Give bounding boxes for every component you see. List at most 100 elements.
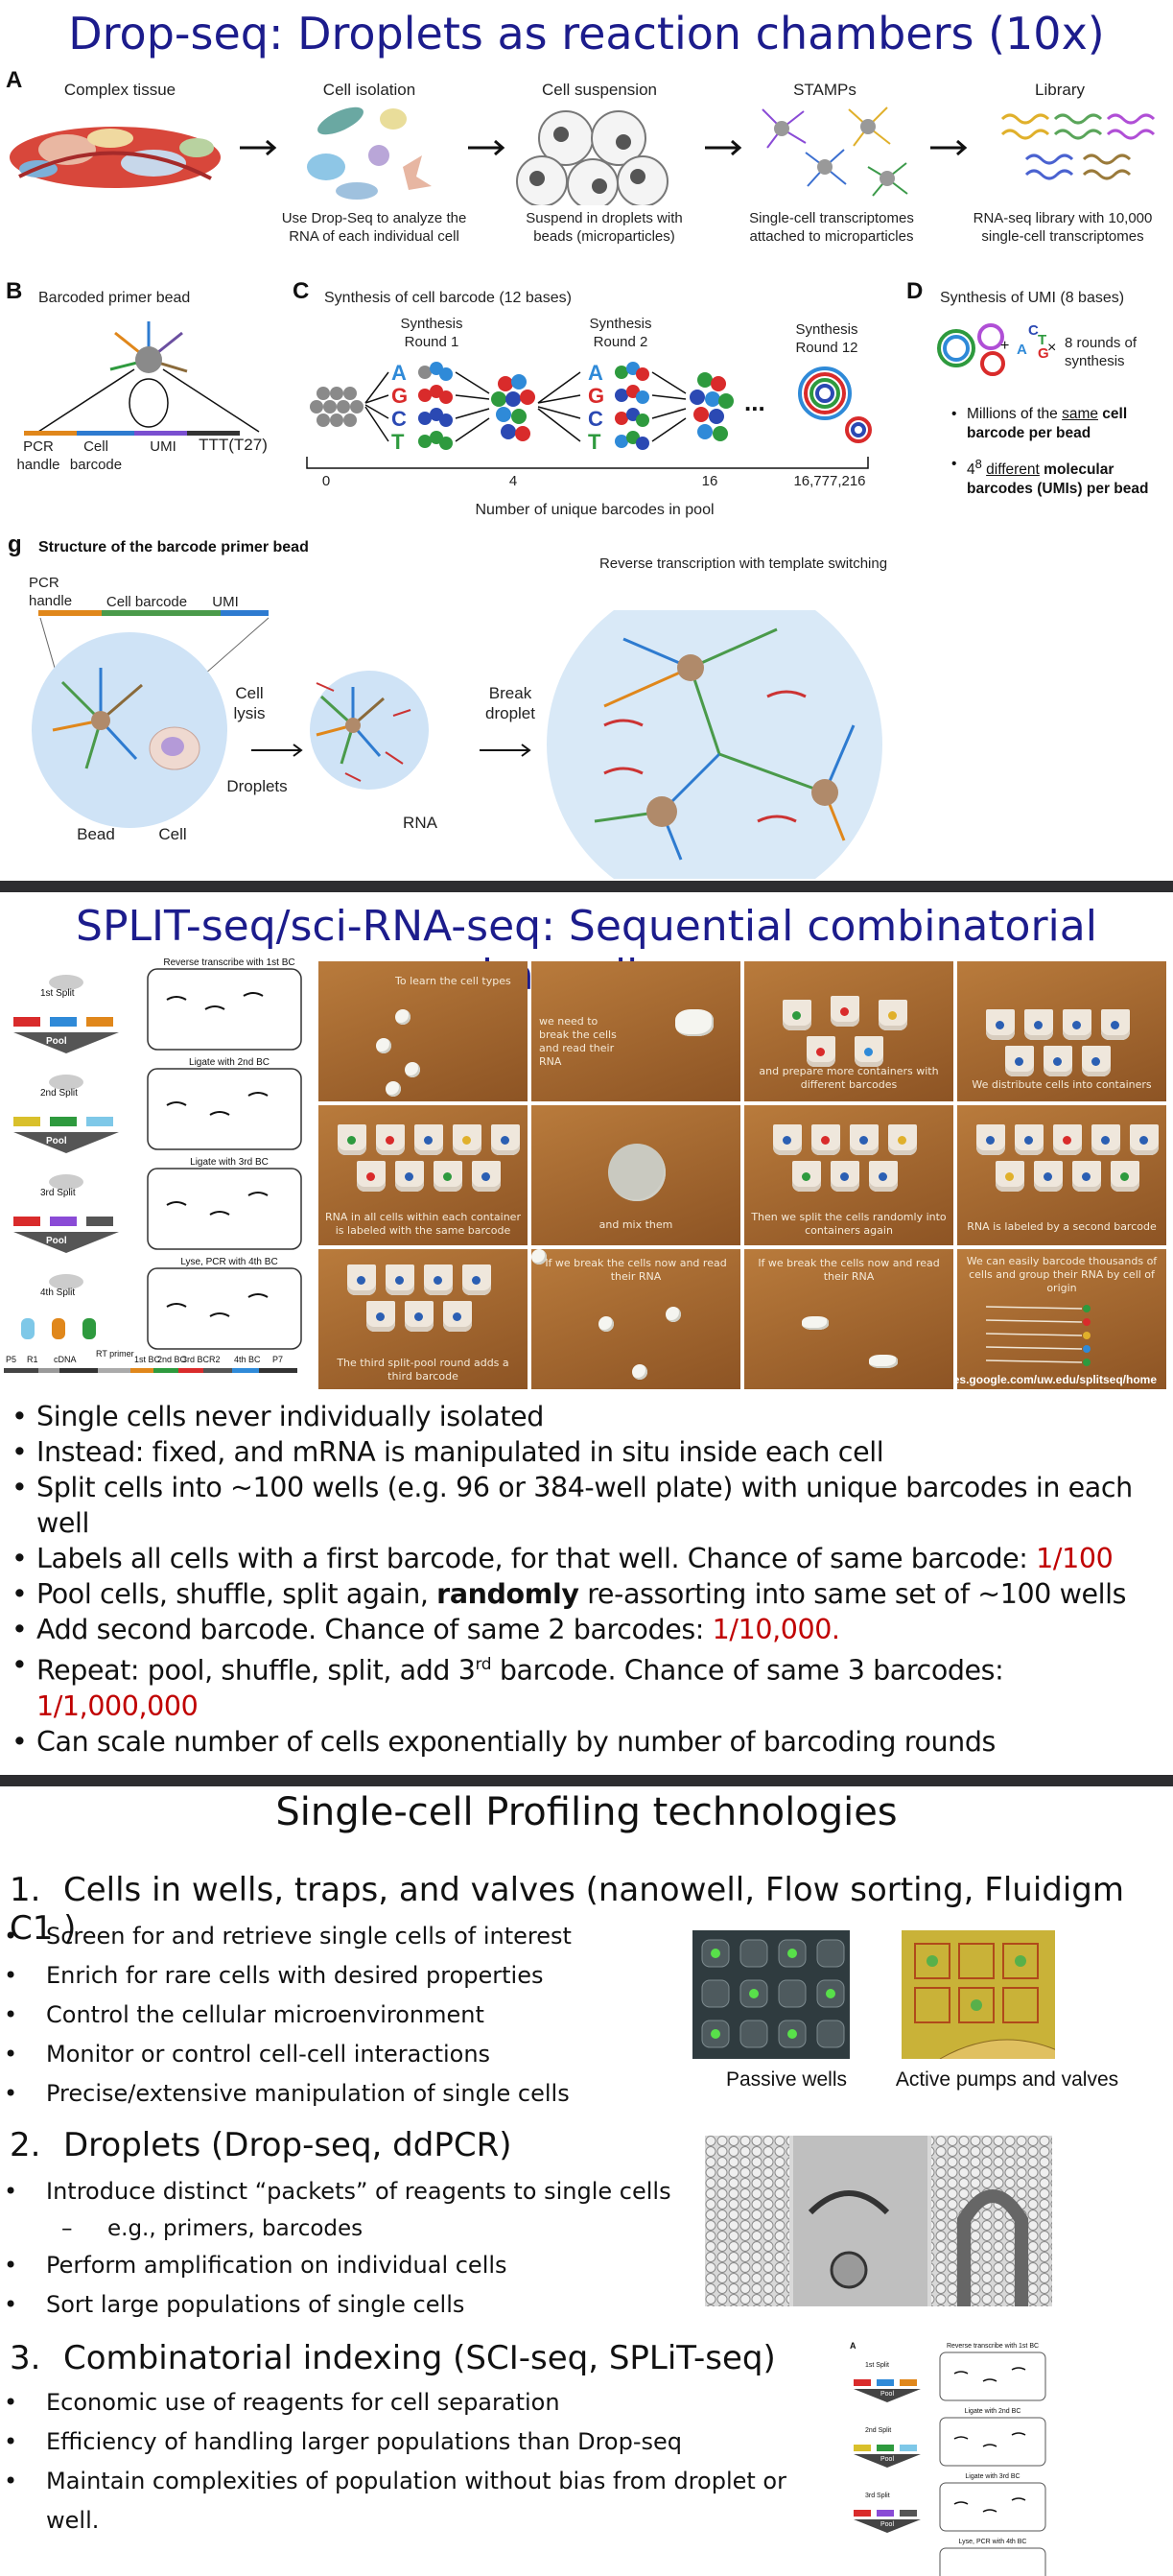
isolated-cells-icon: [307, 106, 432, 200]
bullet-7: Repeat: pool, shuffle, split, add 3rd ba…: [10, 1647, 1170, 1724]
splitseq-bullets: Single cells never individually isolated…: [10, 1399, 1170, 1760]
step-library-caption: RNA-seq library with 10,000 single-cell …: [973, 210, 1153, 245]
panel-b-letter: B: [6, 278, 23, 304]
list-item: Introduce distinct “packets” of reagents…: [0, 2172, 691, 2211]
umi-rounds: 8 rounds of synthesis: [1065, 335, 1138, 369]
split-2-label: 2nd Split: [40, 1088, 78, 1099]
photo-11: If we break the cells now and read their…: [744, 1249, 953, 1389]
list-item: Sort large populations of single cells: [0, 2285, 691, 2325]
pool-round-1: [491, 374, 535, 441]
list-item: Screen for and retrieve single cells of …: [0, 1917, 671, 1956]
library-icon: [1000, 113, 1156, 180]
split-pool-diagram: 1st Split Reverse transcribe with 1st BC…: [4, 957, 313, 1389]
panel-c-title: Synthesis of cell barcode (12 bases): [324, 290, 572, 306]
photo-6: and mix them: [531, 1105, 740, 1245]
droplets-image: [705, 2136, 1052, 2306]
step-4-action: Lyse, PCR with 4th BC: [180, 1257, 278, 1267]
list-item: Precise/extensive manipulation of single…: [0, 2074, 671, 2114]
umi-times: ×: [1047, 340, 1057, 356]
umi-bullet-1: •Millions of the same cell barcode per b…: [951, 406, 1128, 441]
droplets-icon: [516, 110, 669, 205]
pool-label-3: Pool: [46, 1236, 67, 1246]
list-item: Enrich for rare cells with desired prope…: [0, 1956, 671, 1996]
droplet-2: [310, 671, 429, 790]
round-12-beads: [798, 366, 872, 443]
dropseq-slide: Drop-seq: Droplets as reaction chambers …: [0, 0, 1173, 881]
slide-divider-1: [0, 881, 1173, 892]
bullet-3: Split cells into ~100 wells (e.g. 96 or …: [10, 1470, 1170, 1541]
step-cell-isolation-label: Cell isolation: [322, 81, 416, 99]
rounds-ellipsis: ...: [744, 388, 765, 416]
segment-cell-barcode: Cell barcode: [106, 594, 188, 610]
split-3-label: 3rd Split: [40, 1188, 76, 1198]
photo-10: If we break the cells now and read their…: [531, 1249, 740, 1389]
profiling-heading-1: 1.Cells in wells, traps, and valves (nan…: [10, 1871, 1125, 1948]
bullet-8: Can scale number of cells exponentially …: [10, 1724, 1170, 1760]
count-16777216: 16,777,216: [793, 473, 866, 489]
splitseq-url: https://sites.google.com/uw.edu/splitseq…: [957, 1373, 1157, 1386]
bullet-6: Add second barcode. Chance of same 2 bar…: [10, 1612, 1170, 1647]
list-item: Monitor or control cell-cell interaction…: [0, 2035, 671, 2074]
profiling-heading-2: 2.Droplets (Drop-seq, ddPCR): [10, 2126, 512, 2164]
step-1-action: Reverse transcribe with 1st BC: [163, 957, 295, 968]
profiling-slide: Single-cell Profiling technologies 1.Cel…: [0, 1786, 1173, 2576]
panel-d-title: Synthesis of UMI (8 bases): [940, 290, 1125, 306]
slide-divider-2: [0, 1775, 1173, 1786]
profiling-list-3: Economic use of reagents for cell separa…: [0, 2383, 825, 2541]
round-12-label: Synthesis Round 12: [795, 321, 858, 356]
list-item: Perform amplification on individual cell…: [0, 2246, 691, 2285]
step-stamps-label: STAMPs: [793, 81, 856, 99]
base-c-label-round1: C: [391, 407, 407, 431]
read-structure-labels: P5 R1 cDNA RT primer 1st BC 2nd BC 3rd B…: [6, 1349, 284, 1364]
profiling-list-1: Screen for and retrieve single cells of …: [0, 1917, 671, 2114]
cell-barcode-label: Cell barcode: [69, 438, 123, 473]
primer-bead-diagram: [24, 321, 260, 436]
round-2-label: Synthesis Round 2: [589, 316, 652, 350]
step-cell-suspension-caption: Suspend in droplets with beads (micropar…: [526, 210, 683, 245]
photo-1: To learn the cell types: [318, 961, 528, 1101]
profiling-title: Single-cell Profiling technologies: [275, 1790, 898, 1834]
umi-bullet-2: •48 different molecular barcodes (UMIs) …: [951, 456, 1149, 498]
photo-9: The third split-pool round adds a third …: [318, 1249, 528, 1389]
tissue-icon: [10, 127, 221, 188]
base-t-label-round2: T: [588, 430, 601, 454]
base-a-label-round1: A: [391, 361, 407, 385]
bullet-4: Labels all cells with a first barcode, f…: [10, 1541, 1170, 1576]
step-cell-isolation-caption: Use Drop-Seq to analyze the RNA of each …: [281, 210, 467, 245]
list-item: Efficiency of handling larger population…: [0, 2422, 825, 2462]
photo-8: RNA is labeled by a second barcode: [957, 1105, 1166, 1245]
pool-round-2: [690, 372, 734, 441]
count-4: 4: [508, 473, 518, 489]
bullet-2: Instead: fixed, and mRNA is manipulated …: [10, 1434, 1170, 1470]
step-stamps-caption: Single-cell transcriptomes attached to m…: [749, 210, 914, 245]
active-valves-image: [902, 1930, 1055, 2059]
count-16: 16: [701, 473, 718, 489]
list-subitem: e.g., primers, barcodes: [0, 2211, 691, 2246]
pool-label-2: Pool: [46, 1136, 67, 1146]
list-item: Maintain complexities of population with…: [0, 2462, 825, 2541]
base-a-label-round2: A: [588, 361, 603, 385]
base-t-label-round1: T: [391, 430, 405, 454]
dropseq-title: Drop-seq: Droplets as reaction chambers …: [68, 8, 1105, 59]
splitseq-photo-storyboard: To learn the cell types we need to break…: [318, 961, 1166, 1389]
panel-g-letter: g: [8, 532, 22, 557]
photo-2: we need to break the cells and read thei…: [531, 961, 740, 1101]
base-c-label-round2: C: [588, 407, 603, 431]
droplet-1: [32, 632, 227, 828]
barcode-synthesis-diagram: [306, 362, 872, 469]
panel-b-title: Barcoded primer bead: [38, 290, 191, 306]
step-3-action: Ligate with 3rd BC: [190, 1157, 269, 1168]
step-complex-tissue-label: Complex tissue: [63, 81, 176, 99]
cell-label: Cell: [158, 825, 187, 843]
panel-a-letter: A: [6, 67, 23, 93]
polyt-label: TTT(T27): [199, 436, 268, 454]
list-item: Control the cellular microenvironment: [0, 1996, 671, 2035]
profiling-list-2: Introduce distinct “packets” of reagents…: [0, 2172, 691, 2325]
panel-a-illustration: [10, 106, 1156, 205]
break-droplet-label: Break droplet: [485, 684, 535, 722]
bullet-5: Pool cells, shuffle, split again, random…: [10, 1576, 1170, 1612]
photo-4: We distribute cells into containers: [957, 961, 1166, 1101]
panel-g-title: Structure of the barcode primer bead: [38, 539, 309, 555]
pool-label-1: Pool: [46, 1036, 67, 1047]
umi-plus: +: [1000, 338, 1010, 354]
